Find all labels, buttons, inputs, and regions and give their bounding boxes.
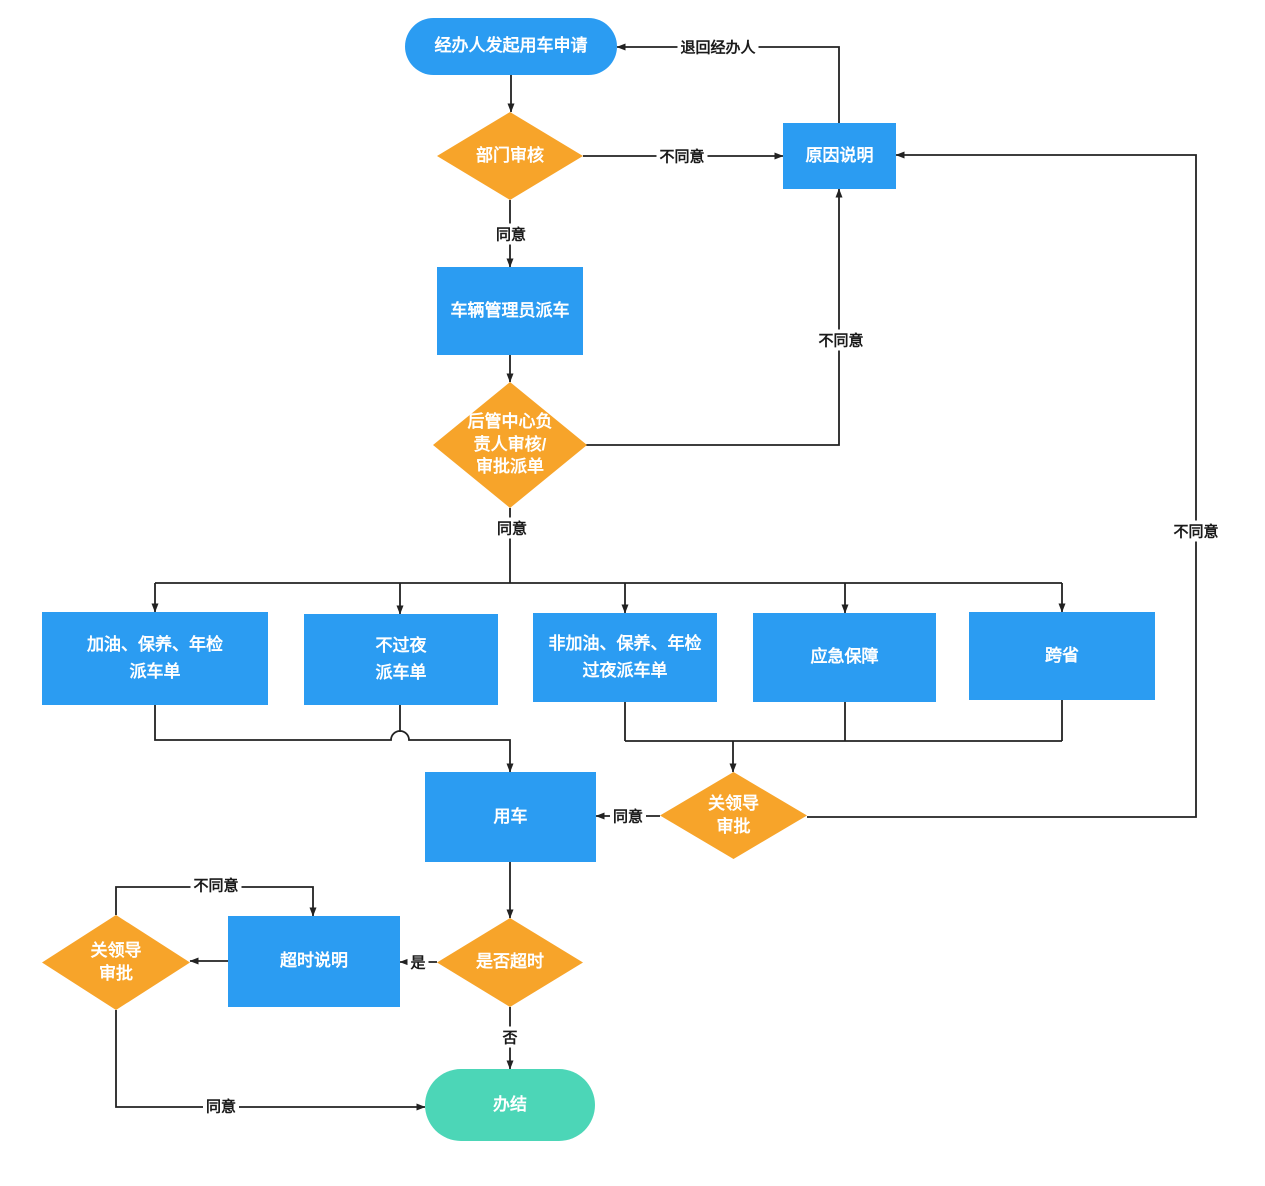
cross-province-node: 跨省 xyxy=(969,612,1155,700)
order-non-fuel-overnight-node: 非加油、保养、年检 过夜派车单 xyxy=(533,613,717,702)
edge-label-dept-agree: 同意 xyxy=(492,223,530,245)
edge-reason-to-start xyxy=(616,43,840,123)
edge-label-center-disagree: 不同意 xyxy=(815,329,867,351)
edge-label-leader2-agree: 同意 xyxy=(202,1095,240,1117)
edge-label-leader1-agree: 同意 xyxy=(609,805,647,827)
order-no-overnight-node: 不过夜 派车单 xyxy=(304,614,498,705)
emergency-node: 应急保障 xyxy=(753,613,936,702)
use-car-node: 用车 xyxy=(425,772,596,862)
edge-center-review-to-reason xyxy=(585,188,843,446)
edge-leader-approval-1-to-reason xyxy=(807,151,1197,818)
edge-order-fuel-to-use-car xyxy=(154,705,514,773)
start-node: 经办人发起用车申请 xyxy=(405,18,617,75)
edge-label-return-to-applicant: 退回经办人 xyxy=(677,36,759,58)
overtime-note-node: 超时说明 xyxy=(228,916,400,1007)
edge-label-leader1-disagree: 不同意 xyxy=(1170,520,1222,542)
edge-leader-approval-2-to-done xyxy=(115,1010,426,1111)
reason-node: 原因说明 xyxy=(783,123,896,189)
edge-label-center-agree: 同意 xyxy=(493,517,531,539)
edge-label-leader2-disagree: 不同意 xyxy=(190,874,242,896)
edge-label-overtime-no: 否 xyxy=(499,1026,521,1048)
dispatch-node: 车辆管理员派车 xyxy=(437,267,583,355)
done-node: 办结 xyxy=(425,1069,595,1141)
order-fuel-node: 加油、保养、年检 派车单 xyxy=(42,612,268,705)
edge-label-overtime-yes: 是 xyxy=(407,951,429,973)
edge-label-dept-disagree: 不同意 xyxy=(656,145,708,167)
